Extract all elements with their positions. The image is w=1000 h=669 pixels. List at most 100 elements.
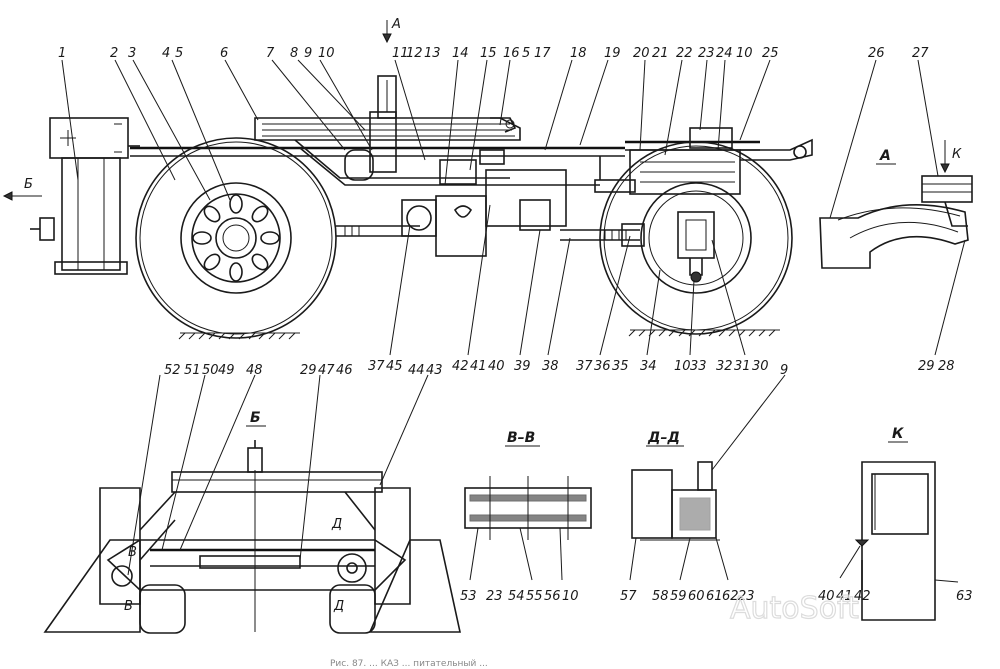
callout-6: 6 — [220, 46, 228, 61]
callout-39: 39 — [514, 359, 531, 374]
callout-40: 40 — [488, 359, 505, 374]
callout-25: 25 — [762, 46, 779, 61]
callout-10d: 10 — [562, 589, 579, 604]
callout-19: 19 — [604, 46, 621, 61]
callout-54: 54 — [508, 589, 525, 604]
callout-8: 8 — [290, 46, 298, 61]
drive-line — [336, 169, 645, 257]
callout-56: 56 — [544, 589, 561, 604]
callout-28: 28 — [938, 359, 955, 374]
callout-62: 62 — [722, 589, 739, 604]
callout-5: 5 — [175, 46, 183, 61]
callout-41: 41 — [470, 359, 487, 374]
callout-31: 31 — [734, 359, 751, 374]
callout-59: 59 — [670, 589, 687, 604]
callout-22: 22 — [676, 46, 693, 61]
callout-48: 48 — [246, 363, 263, 378]
view-a-title: А — [879, 148, 891, 164]
wheel-lugs — [192, 194, 280, 282]
callout-9b: 9 — [780, 363, 788, 378]
callout-18: 18 — [570, 46, 587, 61]
callouts-rear-top: 52 51 50 49 48 29 47 46 44 43 9 — [164, 363, 788, 378]
callout-63: 63 — [956, 589, 973, 604]
callout-21: 21 — [652, 46, 669, 61]
lug-hole — [192, 231, 212, 245]
front-wheel — [135, 137, 337, 339]
callout-23: 23 — [698, 46, 715, 61]
caption: Рис. 87. ... КАЗ ... питательный ... — [330, 659, 488, 669]
callout-50: 50 — [202, 363, 219, 378]
callout-10c: 10 — [674, 359, 691, 374]
callout-34: 34 — [640, 359, 657, 374]
view-k — [854, 461, 936, 621]
callout-5b: 5 — [522, 46, 530, 61]
callouts-side-bottom: 37 45 42 41 40 39 38 37 36 35 34 10 33 3… — [368, 359, 955, 374]
callout-20: 20 — [633, 46, 650, 61]
callout-49: 49 — [218, 363, 235, 378]
rear-wheel — [599, 141, 793, 335]
section-dd — [631, 461, 720, 541]
callout-36: 36 — [594, 359, 611, 374]
marker-v2: В — [124, 599, 133, 614]
callout-10b: 10 — [736, 46, 753, 61]
leader-lines — [61, 59, 966, 583]
callout-4: 4 — [162, 46, 170, 61]
callout-30: 30 — [752, 359, 769, 374]
callout-44: 44 — [408, 363, 425, 378]
marker-d2: Д — [333, 599, 344, 614]
arrow-k-label: К — [952, 147, 962, 162]
ground-lines — [178, 329, 780, 340]
callout-45: 45 — [386, 359, 403, 374]
lug-hole — [203, 253, 221, 271]
marker-d1: Д — [331, 517, 342, 532]
section-vv-title: В–В — [507, 430, 535, 446]
callout-41b: 41 — [836, 589, 853, 604]
callout-42b: 42 — [854, 589, 871, 604]
callout-23c: 23 — [738, 589, 755, 604]
lug-hole — [251, 253, 269, 271]
side-view — [30, 75, 813, 340]
callout-2: 2 — [110, 46, 118, 61]
callout-37b: 37 — [576, 359, 593, 374]
callout-43: 43 — [426, 363, 443, 378]
callout-33: 33 — [690, 359, 707, 374]
callout-10: 10 — [318, 46, 335, 61]
callout-1: 1 — [58, 46, 66, 61]
callout-14: 14 — [452, 46, 469, 61]
callout-38: 38 — [542, 359, 559, 374]
section-dd-title: Д–Д — [647, 430, 680, 446]
callouts-sections: 53 23 54 55 56 10 57 58 59 60 61 62 23 4… — [460, 589, 973, 604]
callout-60: 60 — [688, 589, 705, 604]
lug-hole — [229, 194, 243, 214]
section-vv — [464, 476, 592, 540]
callout-35: 35 — [612, 359, 629, 374]
view-b-title: Б — [250, 410, 261, 426]
callout-46: 46 — [336, 363, 353, 378]
callout-29b: 29 — [300, 363, 317, 378]
lug-hole — [229, 262, 243, 282]
coupling-device — [30, 117, 140, 275]
callout-47: 47 — [318, 363, 335, 378]
callout-3: 3 — [128, 46, 136, 61]
callout-42: 42 — [452, 359, 469, 374]
callouts-top: 1 2 3 4 5 6 7 8 9 10 11 12 13 14 15 16 5… — [58, 46, 929, 61]
watermark: AutoSoft — [730, 591, 859, 626]
callout-57: 57 — [620, 589, 637, 604]
callout-32: 32 — [716, 359, 733, 374]
callout-15: 15 — [480, 46, 497, 61]
arrow-a-label: А — [391, 17, 401, 32]
view-k-title: К — [892, 426, 904, 442]
callout-17: 17 — [534, 46, 551, 61]
callout-40b: 40 — [818, 589, 835, 604]
view-b — [43, 440, 461, 634]
callout-29: 29 — [918, 359, 935, 374]
lug-hole — [260, 231, 280, 245]
view-a — [819, 140, 973, 269]
callout-37: 37 — [368, 359, 385, 374]
callout-23b: 23 — [486, 589, 503, 604]
upper-assembly — [344, 75, 813, 195]
callout-55: 55 — [526, 589, 543, 604]
callout-9: 9 — [304, 46, 312, 61]
callout-58: 58 — [652, 589, 669, 604]
